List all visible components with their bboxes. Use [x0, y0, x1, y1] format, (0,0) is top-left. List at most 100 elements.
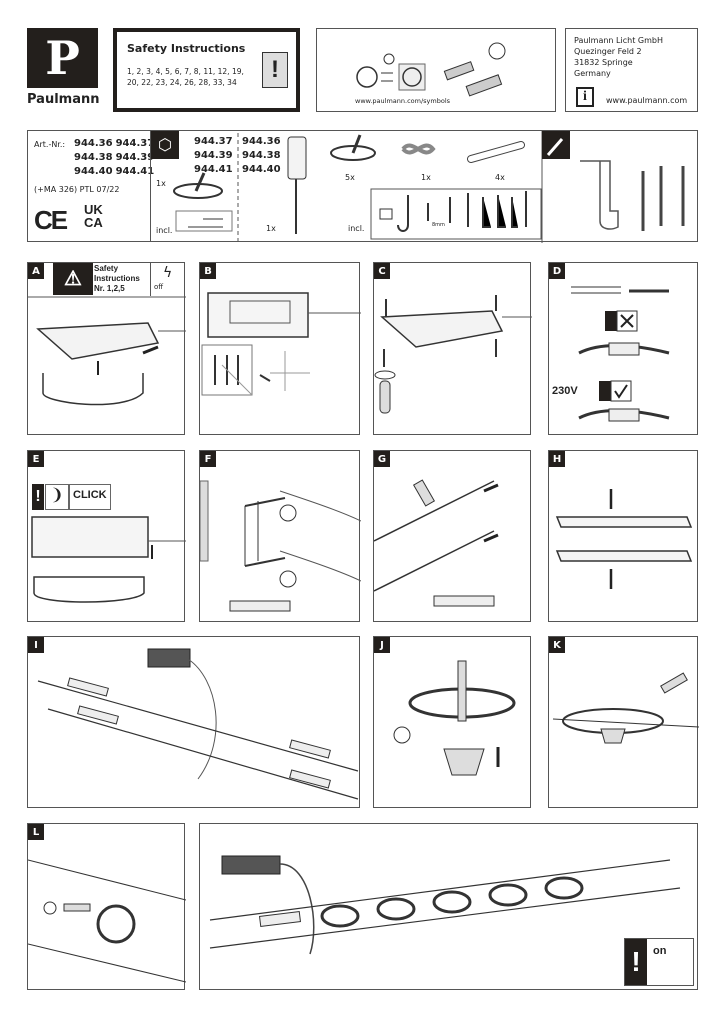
step-label: E: [28, 451, 44, 467]
art-number: 944.36: [242, 136, 281, 147]
art-number: 944.39: [115, 152, 155, 163]
country: Germany: [574, 69, 611, 78]
street: Quezinger Feld 2: [574, 47, 642, 56]
qty: 5x: [345, 173, 355, 182]
qty: 1x: [421, 173, 431, 182]
step-label: G: [374, 451, 390, 467]
safety-numbers: 1, 2, 3, 4, 5, 6, 7, 8, 11, 12, 19, 20, …: [127, 67, 244, 87]
ce-mark: CE: [34, 205, 68, 235]
step-j-illustration: [393, 660, 516, 776]
art-number: 944.37: [194, 136, 233, 147]
step-label: J: [374, 637, 390, 653]
step-h-illustration: [555, 489, 693, 589]
warning-triangle-icon: ⚠: [53, 263, 93, 295]
step-k-illustration: [552, 672, 699, 744]
click-label: CLICK: [69, 484, 111, 510]
ca-text: CA: [84, 215, 103, 230]
art-number: 944.38: [74, 152, 113, 163]
address-box: Paulmann Licht GmbH Quezinger Feld 2 318…: [565, 28, 698, 112]
step-d-illustration: [571, 286, 670, 422]
step-g-illustration: [374, 479, 499, 607]
step-f: F: [199, 450, 361, 622]
safety-instructions-box: Safety Instructions 1, 2, 3, 4, 5, 6, 7,…: [113, 28, 300, 112]
step-k: K: [548, 636, 699, 808]
step-i-illustration: [37, 648, 359, 800]
art-number: 944.38: [242, 150, 281, 161]
attention-icon: !: [32, 484, 44, 510]
step-c-illustration: [374, 295, 532, 414]
art-number: 944.41: [194, 164, 233, 175]
text: Instructions: [94, 274, 140, 283]
symbols-box: www.paulmann.com/symbols: [316, 28, 556, 112]
step-e: E ! ❩ CLICK: [27, 450, 186, 622]
final-assembly: ! on: [199, 823, 698, 990]
step-label: D: [549, 263, 565, 279]
divider: [150, 131, 151, 241]
city: 31832 Springe: [574, 58, 633, 67]
brand-name: Paulmann: [27, 92, 100, 107]
step-label: F: [200, 451, 216, 467]
off-label: off: [154, 283, 164, 291]
incl-label: incl.: [348, 224, 365, 233]
logo-mark: P: [27, 28, 98, 88]
step-e-illustration: [31, 516, 186, 603]
ear-icon: ❩: [45, 484, 69, 510]
contents-illustrations: [173, 131, 685, 243]
screw-size: 8mm: [432, 222, 445, 228]
step-l: L: [27, 823, 186, 990]
symbols-illustration: [356, 42, 506, 97]
text: Safety: [94, 264, 119, 273]
art-number: 944.40: [74, 166, 113, 177]
step-label: H: [549, 451, 565, 467]
step-d: D 230V: [548, 262, 698, 435]
step-g: G: [373, 450, 531, 622]
step-j: J: [373, 636, 531, 808]
document-warning-icon: !: [262, 52, 288, 88]
step-label: I: [28, 637, 44, 653]
step-b-illustration: [201, 292, 361, 396]
step-label: L: [28, 824, 44, 840]
step-i: I: [27, 636, 360, 808]
step-b: B: [199, 262, 361, 435]
final-assembly-illustration: [209, 855, 681, 955]
art-number: 944.37: [115, 138, 155, 149]
art-number: 944.41: [115, 166, 155, 177]
qty: 4x: [495, 173, 505, 182]
step-label: A: [28, 263, 44, 279]
group-a-numbers: 944.37 944.39 944.41: [194, 135, 233, 177]
qty: 1x: [156, 179, 166, 188]
step-a-illustration: [28, 296, 186, 406]
art-number: 944.39: [194, 150, 233, 161]
website[interactable]: www.paulmann.com: [606, 96, 688, 105]
step-l-illustration: [28, 859, 186, 983]
symbols-url[interactable]: www.paulmann.com/symbols: [355, 97, 451, 105]
box-icon: ⬡: [151, 131, 179, 159]
step-label: B: [200, 263, 216, 279]
paulmann-logo: P Paulmann: [27, 28, 100, 112]
uk-text: UK: [84, 202, 103, 217]
step-label: C: [374, 263, 390, 279]
attention-icon: !: [625, 939, 647, 985]
info-icon: i: [576, 87, 594, 107]
company-name: Paulmann Licht GmbH: [574, 36, 663, 45]
step-h: H: [548, 450, 698, 622]
incl-label: incl.: [156, 226, 173, 235]
safety-title: Safety Instructions: [127, 42, 246, 55]
product-code: (+MA 326) PTL 07/22: [34, 185, 120, 194]
voltage-label: 230V: [552, 385, 578, 397]
step-f-illustration: [200, 480, 361, 612]
step-c: C: [373, 262, 532, 435]
step-label: K: [549, 637, 565, 653]
art-number: 944.36: [74, 138, 113, 149]
switch-on-icon: ! on: [624, 938, 694, 986]
text: Nr. 1,2,5: [94, 284, 125, 293]
qty: 1x: [266, 224, 276, 233]
on-label: on: [653, 945, 667, 957]
